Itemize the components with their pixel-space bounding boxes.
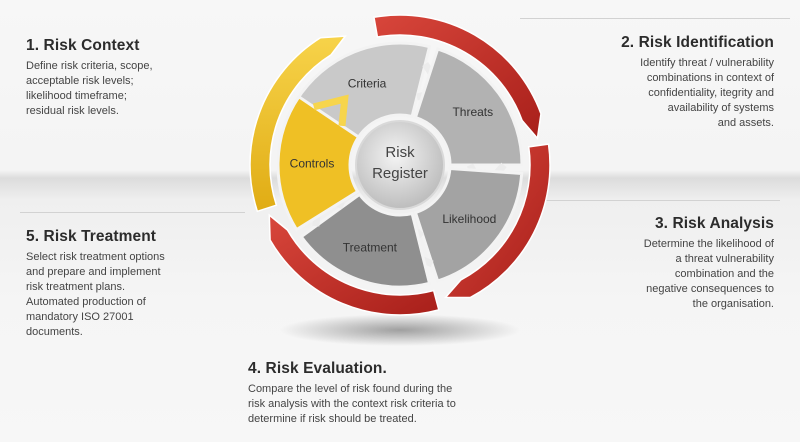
ring-arrow-bottom xyxy=(268,213,440,316)
step-title: 4. Risk Evaluation. xyxy=(248,360,387,377)
divider-line-middle-left xyxy=(20,212,245,213)
description-line: confidentiality, itegrity and xyxy=(648,87,774,99)
description-line: availability of systems xyxy=(667,102,774,114)
step-risk-analysis: 3. Risk Analysis Determine the likelihoo… xyxy=(534,215,774,312)
segment-arrow-icon xyxy=(312,94,349,127)
description-line: determine if risk should be treated. xyxy=(248,413,417,425)
step-risk-treatment: 5. Risk Treatment Select risk treatment … xyxy=(26,228,256,340)
description-line: combination and the xyxy=(674,268,774,280)
description-line: a threat vulnerability xyxy=(675,253,774,265)
description-line: mandatory ISO 27001 xyxy=(26,311,134,323)
ring-arrow-right xyxy=(443,143,551,299)
center-hub xyxy=(355,120,445,210)
description-line: and assets. xyxy=(717,117,774,129)
description-line: Compare the level of risk found during t… xyxy=(248,383,453,395)
ring-arrow-left xyxy=(249,35,347,213)
outer-ring xyxy=(249,14,551,316)
step-description: Compare the level of risk found during t… xyxy=(248,382,568,427)
inner-segments xyxy=(276,41,524,289)
divider-line-middle-right xyxy=(545,200,780,201)
step-title: 2. Risk Identification xyxy=(621,34,774,51)
segment-controls xyxy=(276,94,361,232)
step-risk-evaluation: 4. Risk Evaluation. Compare the level of… xyxy=(248,360,568,427)
diagram-shadow xyxy=(280,314,520,346)
center-label-line-1: Risk xyxy=(385,144,415,161)
description-line: residual risk levels. xyxy=(26,105,119,117)
description-line: risk analysis with the context risk crit… xyxy=(248,398,456,410)
description-line: acceptable risk levels; xyxy=(26,75,134,87)
segment-label-controls: Controls xyxy=(290,156,335,170)
segment-likelihood xyxy=(413,166,524,283)
segment-criteria xyxy=(294,41,432,141)
step-title: 3. Risk Analysis xyxy=(654,215,774,232)
step-title: 1. Risk Context xyxy=(26,37,140,54)
description-line: likelihood timeframe; xyxy=(26,90,127,102)
description-line: Select risk treatment options xyxy=(26,251,165,263)
step-description: Determine the likelihood of a threat vul… xyxy=(534,237,774,312)
segment-label-likelihood: Likelihood xyxy=(442,212,496,226)
description-line: Automated production of xyxy=(26,296,146,308)
segment-label-threats: Threats xyxy=(452,105,493,119)
step-description: Define risk criteria, scope, acceptable … xyxy=(26,59,256,119)
segment-threats xyxy=(413,47,524,167)
description-line: documents. xyxy=(26,326,83,338)
step-description: Identify threat / vulnerability combinat… xyxy=(534,56,774,131)
description-line: Identify threat / vulnerability xyxy=(640,57,774,69)
description-line: Determine the likelihood of xyxy=(643,238,774,250)
segment-treatment xyxy=(299,192,432,289)
step-title: 5. Risk Treatment xyxy=(26,228,157,245)
description-line: Define risk criteria, scope, xyxy=(26,60,153,72)
description-line: negative consequences to xyxy=(646,283,774,295)
description-line: combinations in context of xyxy=(646,72,774,84)
step-risk-identification: 2. Risk Identification Identify threat /… xyxy=(534,34,774,131)
divider-line-top-right xyxy=(520,18,790,19)
center-label-line-2: Register xyxy=(372,165,428,182)
ring-arrow-top xyxy=(373,14,542,141)
description-line: and prepare and implement xyxy=(26,266,161,278)
segment-label-treatment: Treatment xyxy=(343,241,398,255)
step-risk-context: 1. Risk Context Define risk criteria, sc… xyxy=(26,37,256,119)
step-description: Select risk treatment options and prepar… xyxy=(26,250,256,340)
description-line: the organisation. xyxy=(692,298,774,310)
description-line: risk treatment plans. xyxy=(26,281,126,293)
segment-label-criteria: Criteria xyxy=(348,76,387,90)
